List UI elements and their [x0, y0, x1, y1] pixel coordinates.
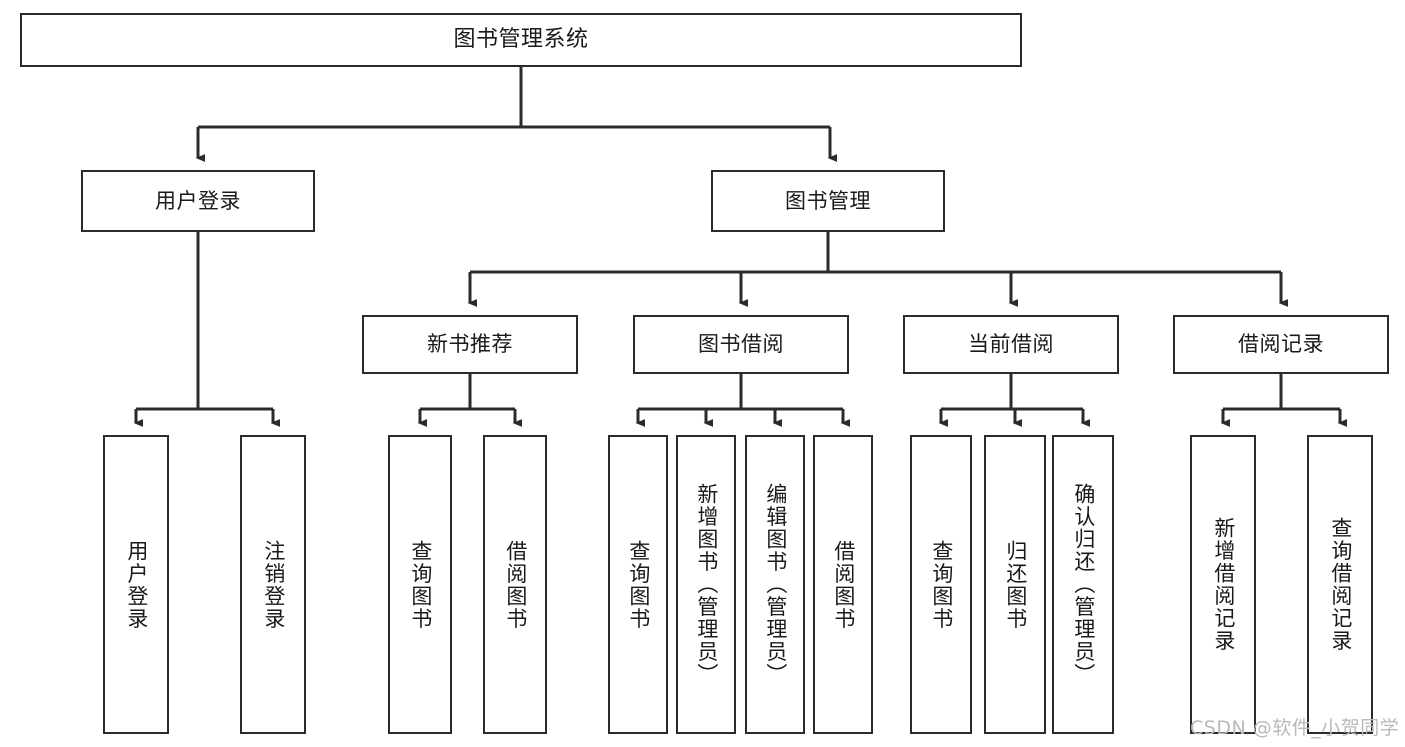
node-book-borrow[interactable]: 图书借阅 — [633, 315, 849, 374]
leaf-borrow-book-2-label: 借阅图书 — [831, 539, 856, 630]
leaf-query-record[interactable]: 查询借阅记录 — [1307, 435, 1373, 734]
leaf-borrow-book-1-label: 借阅图书 — [503, 539, 528, 630]
leaf-query-book-2-label: 查询图书 — [626, 539, 651, 630]
node-book-manage-label: 图书管理 — [785, 188, 871, 213]
leaf-add-record[interactable]: 新增借阅记录 — [1190, 435, 1256, 734]
node-borrow-record-label: 借阅记录 — [1238, 332, 1324, 357]
leaf-logout[interactable]: 注销登录 — [240, 435, 306, 734]
leaf-query-record-label: 查询借阅记录 — [1328, 517, 1353, 652]
leaf-edit-book[interactable]: 编辑图书（管理员） — [745, 435, 805, 734]
leaf-borrow-book-1[interactable]: 借阅图书 — [483, 435, 547, 734]
leaf-user-login[interactable]: 用户登录 — [103, 435, 169, 734]
leaf-return-book[interactable]: 归还图书 — [984, 435, 1046, 734]
node-new-book-recommend[interactable]: 新书推荐 — [362, 315, 578, 374]
node-current-borrow-label: 当前借阅 — [968, 332, 1054, 357]
node-new-book-recommend-label: 新书推荐 — [427, 332, 513, 357]
leaf-confirm-return-label: 确认归还（管理员） — [1071, 483, 1096, 686]
leaf-confirm-return[interactable]: 确认归还（管理员） — [1052, 435, 1114, 734]
node-book-borrow-label: 图书借阅 — [698, 332, 784, 357]
leaf-edit-book-label: 编辑图书（管理员） — [763, 483, 788, 686]
node-book-manage[interactable]: 图书管理 — [711, 170, 945, 232]
leaf-logout-label: 注销登录 — [261, 539, 286, 630]
leaf-return-book-label: 归还图书 — [1003, 539, 1028, 630]
leaf-query-book-3[interactable]: 查询图书 — [910, 435, 972, 734]
node-root[interactable]: 图书管理系统 — [20, 13, 1022, 67]
node-root-label: 图书管理系统 — [453, 27, 589, 53]
leaf-add-record-label: 新增借阅记录 — [1211, 517, 1236, 652]
leaf-query-book-1-label: 查询图书 — [408, 539, 433, 630]
leaf-query-book-1[interactable]: 查询图书 — [388, 435, 452, 734]
leaf-query-book-3-label: 查询图书 — [929, 539, 954, 630]
leaf-query-book-2[interactable]: 查询图书 — [608, 435, 668, 734]
leaf-user-login-label: 用户登录 — [124, 539, 149, 630]
leaf-borrow-book-2[interactable]: 借阅图书 — [813, 435, 873, 734]
node-borrow-record[interactable]: 借阅记录 — [1173, 315, 1389, 374]
csdn-watermark: CSDN @软件_小贺同学 — [1190, 717, 1400, 739]
leaf-add-book[interactable]: 新增图书（管理员） — [676, 435, 736, 734]
node-current-borrow[interactable]: 当前借阅 — [903, 315, 1119, 374]
node-user-login[interactable]: 用户登录 — [81, 170, 315, 232]
node-user-login-label: 用户登录 — [155, 188, 241, 213]
leaf-add-book-label: 新增图书（管理员） — [694, 483, 719, 686]
